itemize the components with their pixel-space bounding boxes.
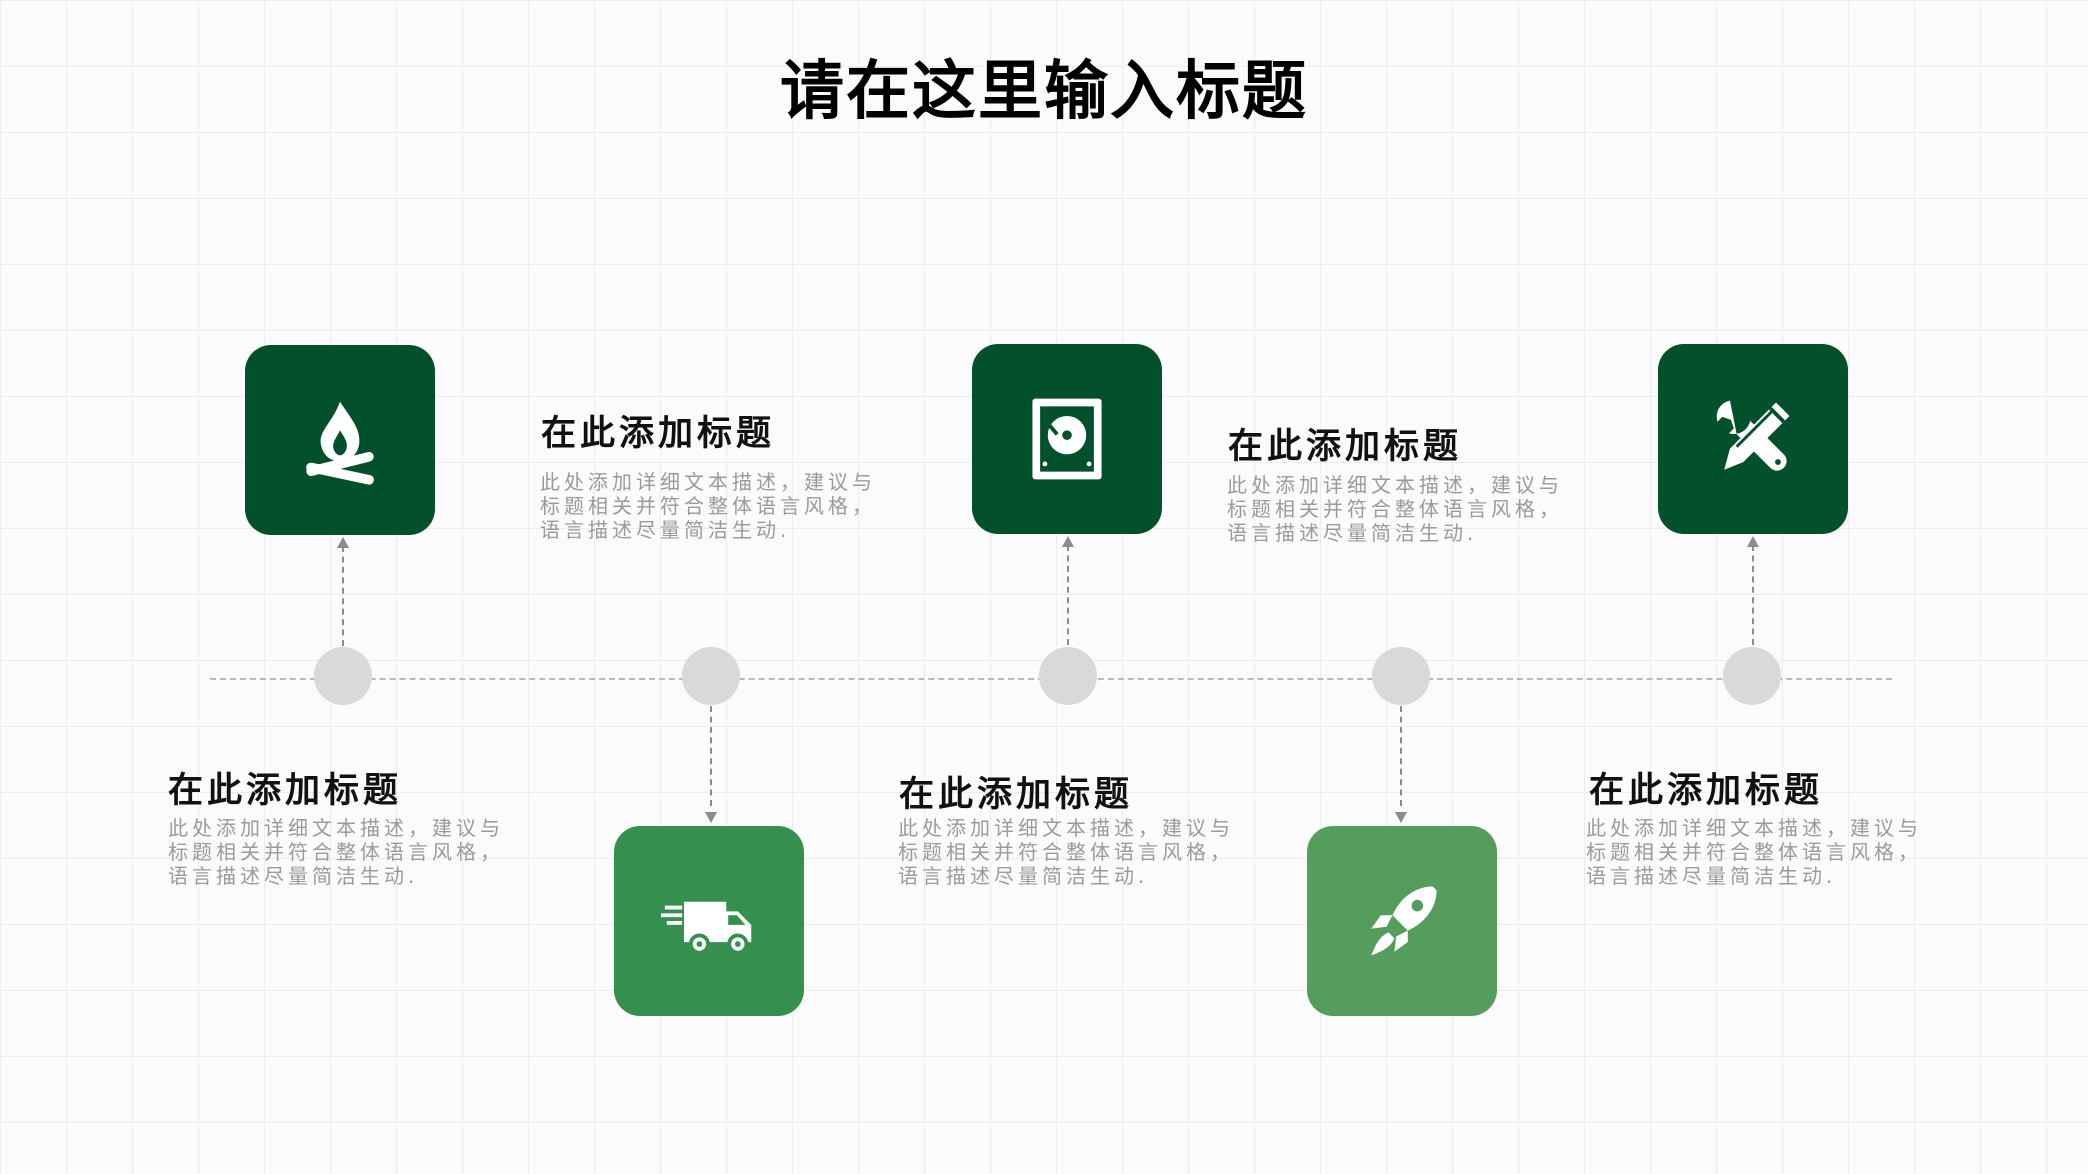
connector-5 bbox=[1752, 545, 1754, 645]
tools-icon bbox=[1716, 400, 1790, 471]
item-5-description: 此处添加详细文本描述，建议与标题相关并符合整体语言风格，语言描述尽量简洁生动. bbox=[1586, 816, 1922, 888]
connector-4 bbox=[1400, 706, 1402, 806]
item-4-icon-box bbox=[1307, 826, 1497, 1016]
page-title: 请在这里输入标题 bbox=[780, 55, 1308, 129]
arrow-5 bbox=[1747, 536, 1759, 547]
timeline-node-3 bbox=[1039, 647, 1097, 705]
item-4-title: 在此添加标题 bbox=[1228, 427, 1463, 467]
arrow-3 bbox=[1062, 536, 1074, 547]
rocket-icon bbox=[1371, 886, 1437, 956]
campfire-icon bbox=[306, 401, 374, 485]
item-5-icon-box bbox=[1658, 344, 1848, 534]
timeline-node-1 bbox=[314, 647, 372, 705]
item-2-icon-box bbox=[614, 826, 804, 1016]
item-3-description: 此处添加详细文本描述，建议与标题相关并符合整体语言风格，语言描述尽量简洁生动. bbox=[898, 816, 1234, 888]
arrow-1 bbox=[337, 537, 349, 548]
item-1-title: 在此添加标题 bbox=[168, 771, 403, 811]
timeline-node-5 bbox=[1723, 647, 1781, 705]
timeline-node-2 bbox=[682, 647, 740, 705]
delivery-truck-icon bbox=[661, 901, 752, 955]
hard-drive-icon bbox=[1032, 398, 1102, 480]
timeline-node-4 bbox=[1372, 647, 1430, 705]
connector-3 bbox=[1067, 545, 1069, 645]
item-2-title: 在此添加标题 bbox=[541, 414, 776, 454]
item-1-icon-box bbox=[245, 345, 435, 535]
item-5-title: 在此添加标题 bbox=[1589, 771, 1824, 811]
connector-2 bbox=[710, 706, 712, 806]
item-1-description: 此处添加详细文本描述，建议与标题相关并符合整体语言风格，语言描述尽量简洁生动. bbox=[168, 816, 504, 888]
item-2-description: 此处添加详细文本描述，建议与标题相关并符合整体语言风格，语言描述尽量简洁生动. bbox=[540, 470, 876, 542]
item-4-description: 此处添加详细文本描述，建议与标题相关并符合整体语言风格，语言描述尽量简洁生动. bbox=[1227, 473, 1563, 545]
item-3-title: 在此添加标题 bbox=[899, 775, 1134, 815]
item-3-icon-box bbox=[972, 344, 1162, 534]
arrow-4 bbox=[1395, 812, 1407, 823]
connector-1 bbox=[342, 546, 344, 646]
arrow-2 bbox=[705, 812, 717, 823]
